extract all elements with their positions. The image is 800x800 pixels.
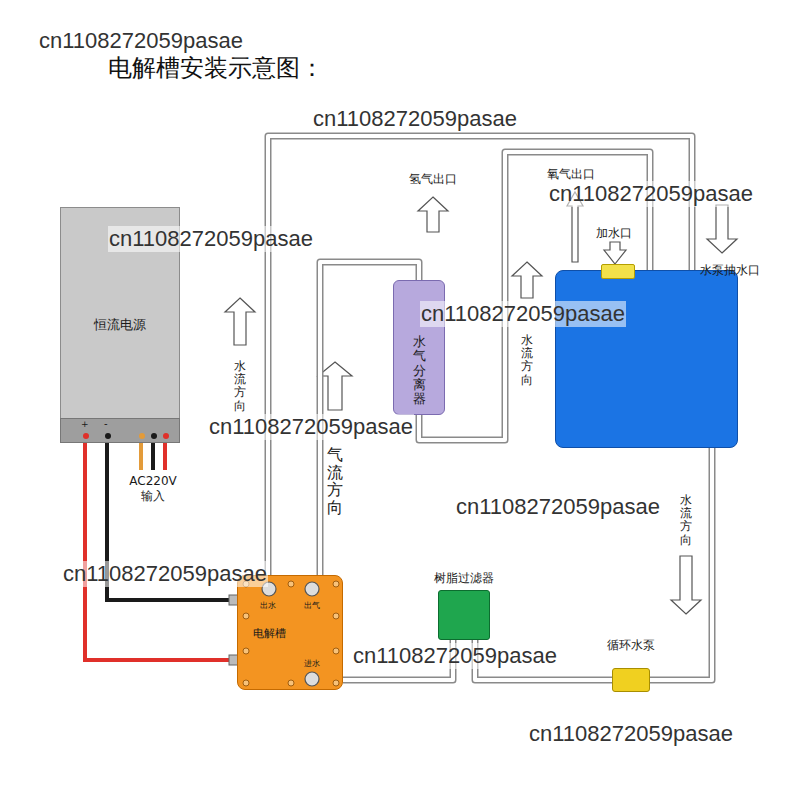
terminal-screw [163,433,169,439]
flow-arrow [707,205,737,253]
bolt [288,581,294,587]
flow-arrow [604,242,626,264]
circulation-pump: 循环水泵 [612,668,650,692]
bolt [243,680,249,686]
water-tank: 加水口 [555,270,738,448]
ac-wire [151,443,155,470]
pipe-port [305,582,319,596]
node-label: 加水口 [596,225,632,242]
bolt [333,648,339,654]
part-label: - [104,418,108,429]
port-label: 进水 [304,658,320,669]
bolt [333,613,339,619]
bolt [243,648,249,654]
water-pipe [650,448,712,680]
port-label: 出气 [304,600,320,611]
watermark: cn1108272059pasae [528,721,734,747]
node-label: 树脂过滤器 [434,570,494,587]
node-label: 水气分离器 [413,335,426,406]
resin-filter: 树脂过滤器 [438,590,490,640]
pipe-outline [650,448,712,680]
part-label: 水泵抽水口 [700,262,760,279]
part-label: + [81,419,89,429]
ac-wire [163,443,167,470]
watermark: cn1108272059pasae [420,301,626,327]
port-label: 出水 [260,600,276,611]
ac-wire [139,443,143,470]
terminal-screw [105,433,111,439]
flow-arrow [671,556,701,614]
node-label: 循环水泵 [607,637,655,654]
pipe-port [305,672,319,686]
flow-arrow [418,197,448,232]
bolt [333,581,339,587]
terminal-screw [139,433,145,439]
watermark: cn1108272059pasae [455,494,661,520]
flow-arrow [225,298,255,345]
flow-arrows [225,192,737,614]
flow-direction-label: 水流方向 [680,494,692,547]
terminal-strip [60,418,180,443]
watermark: cn1108272059pasae [108,226,314,252]
node-label: 电解槽 [253,626,286,641]
terminal-screw [83,433,89,439]
diagram-title: 电解槽安装示意图： [108,52,324,84]
part-label: 氢气出口 [409,171,457,188]
red-wire [85,443,237,660]
electrolyzer-box: 电解槽 出水 出气进水 [237,575,343,690]
watermark: cn1108272059pasae [312,106,518,132]
watermark: cn1108272059pasae [208,414,414,440]
watermark: cn1108272059pasae [548,181,754,207]
watermark: cn1108272059pasae [352,643,558,669]
terminal-screw [151,433,157,439]
bolt [243,613,249,619]
filler-cap [601,264,635,279]
watermark: cn1108272059pasae [62,561,268,587]
part-label: AC220V 输入 [126,474,180,504]
flow-direction-label: 水流方向 [521,334,533,387]
bolt [333,680,339,686]
watermark: cn1108272059pasae [38,28,244,54]
flow-direction-label: 水流方向 [234,360,246,413]
pipe-bore [650,448,712,680]
node-label: 恒流电源 [94,316,146,334]
flow-direction-label: 气流方向 [327,446,343,516]
flow-arrow [512,262,542,298]
bolt [288,680,294,686]
